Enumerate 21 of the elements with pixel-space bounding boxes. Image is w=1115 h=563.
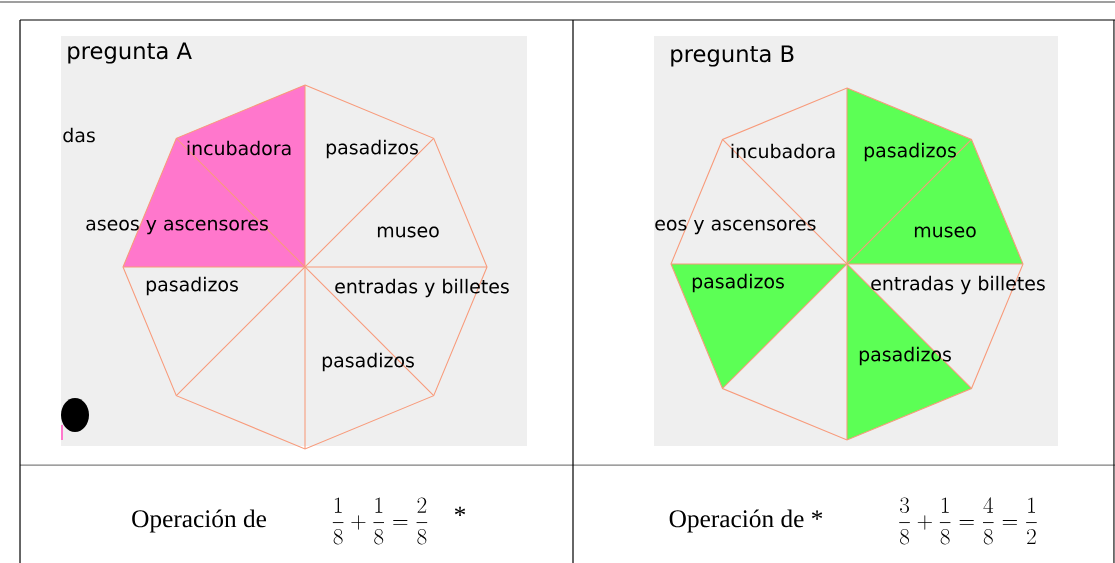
sector-label: entradas y billetes xyxy=(871,275,1045,295)
sector-label: pasadizos xyxy=(326,139,418,159)
sector-label: eos y ascensores xyxy=(655,219,816,235)
operation-text: Operación de * xyxy=(669,509,823,533)
sector-label: entradas y billetes xyxy=(335,278,509,298)
sector-label: incubadora xyxy=(731,143,835,159)
fraction-formula: $\frac{3}{8}+\frac{1}{8}=\frac{4}{8}=\frac{1}{2}$ xyxy=(899,497,1037,545)
sector-label: pasadizos xyxy=(322,352,414,372)
question-title: pregunta A xyxy=(68,42,192,64)
sector-label: museo xyxy=(377,226,439,238)
sector-label: museo xyxy=(914,226,976,238)
operation-text: Operación de xyxy=(132,509,266,533)
sector-label: das xyxy=(63,127,95,143)
sector-label: pasadizos xyxy=(864,142,956,162)
sector-label: incubadora xyxy=(187,140,291,156)
sector-label: pasadizos xyxy=(692,273,784,293)
operation-text: * xyxy=(454,506,466,516)
question-title: pregunta B xyxy=(671,45,794,67)
sector-label: pasadizos xyxy=(146,276,238,296)
fraction-formula: $\frac{1}{8}+\frac{1}{8}=\frac{2}{8}$ xyxy=(332,497,428,545)
sector-label: aseos y ascensores xyxy=(86,219,268,235)
